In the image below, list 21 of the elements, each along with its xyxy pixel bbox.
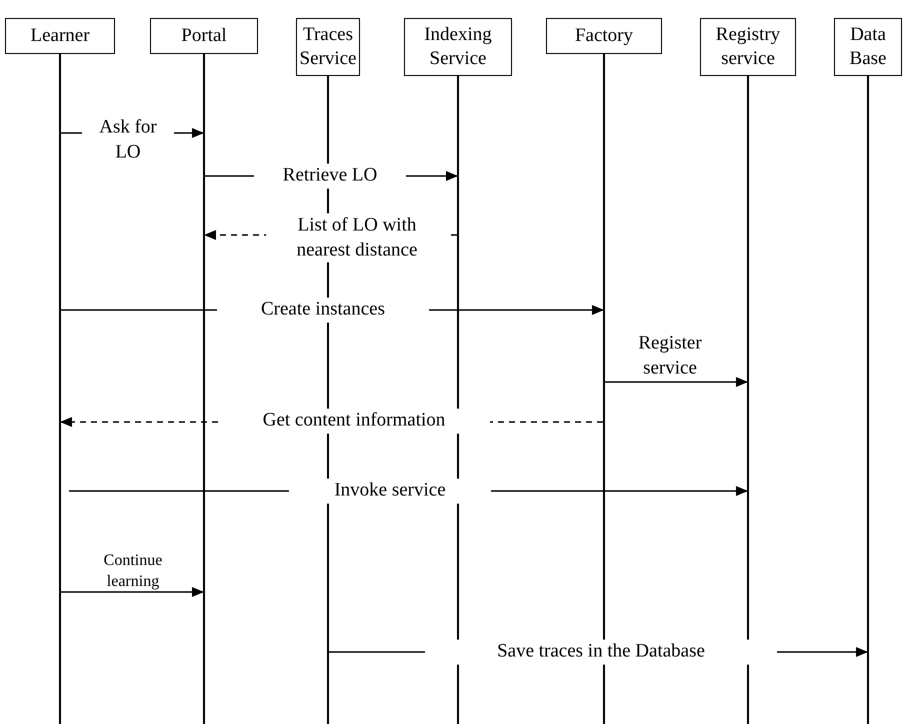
- participant-box: Factory: [546, 18, 662, 54]
- message-label: Invoke service: [289, 478, 491, 504]
- participant-box: Traces Service: [296, 18, 360, 76]
- participant-box: Portal: [150, 18, 258, 54]
- arrow: [61, 587, 204, 597]
- lifeline: [203, 54, 205, 724]
- arrow: [605, 377, 748, 387]
- message-label: Continue learning: [102, 551, 164, 592]
- participant-box: Indexing Service: [404, 18, 512, 76]
- participant-box: Registry service: [700, 18, 796, 76]
- message-label: Register service: [637, 331, 703, 380]
- lifeline: [747, 76, 749, 724]
- lifeline: [867, 76, 869, 724]
- message-label: Retrieve LO: [254, 164, 406, 188]
- lifeline: [59, 54, 61, 724]
- message-label: Save traces in the Database: [425, 640, 777, 664]
- participant-box: Learner: [5, 18, 115, 54]
- message-label: Create instances: [217, 298, 429, 322]
- lifeline: [603, 54, 605, 724]
- message-label: List of LO with nearest distance: [266, 213, 448, 263]
- participant-box: Data Base: [834, 18, 902, 76]
